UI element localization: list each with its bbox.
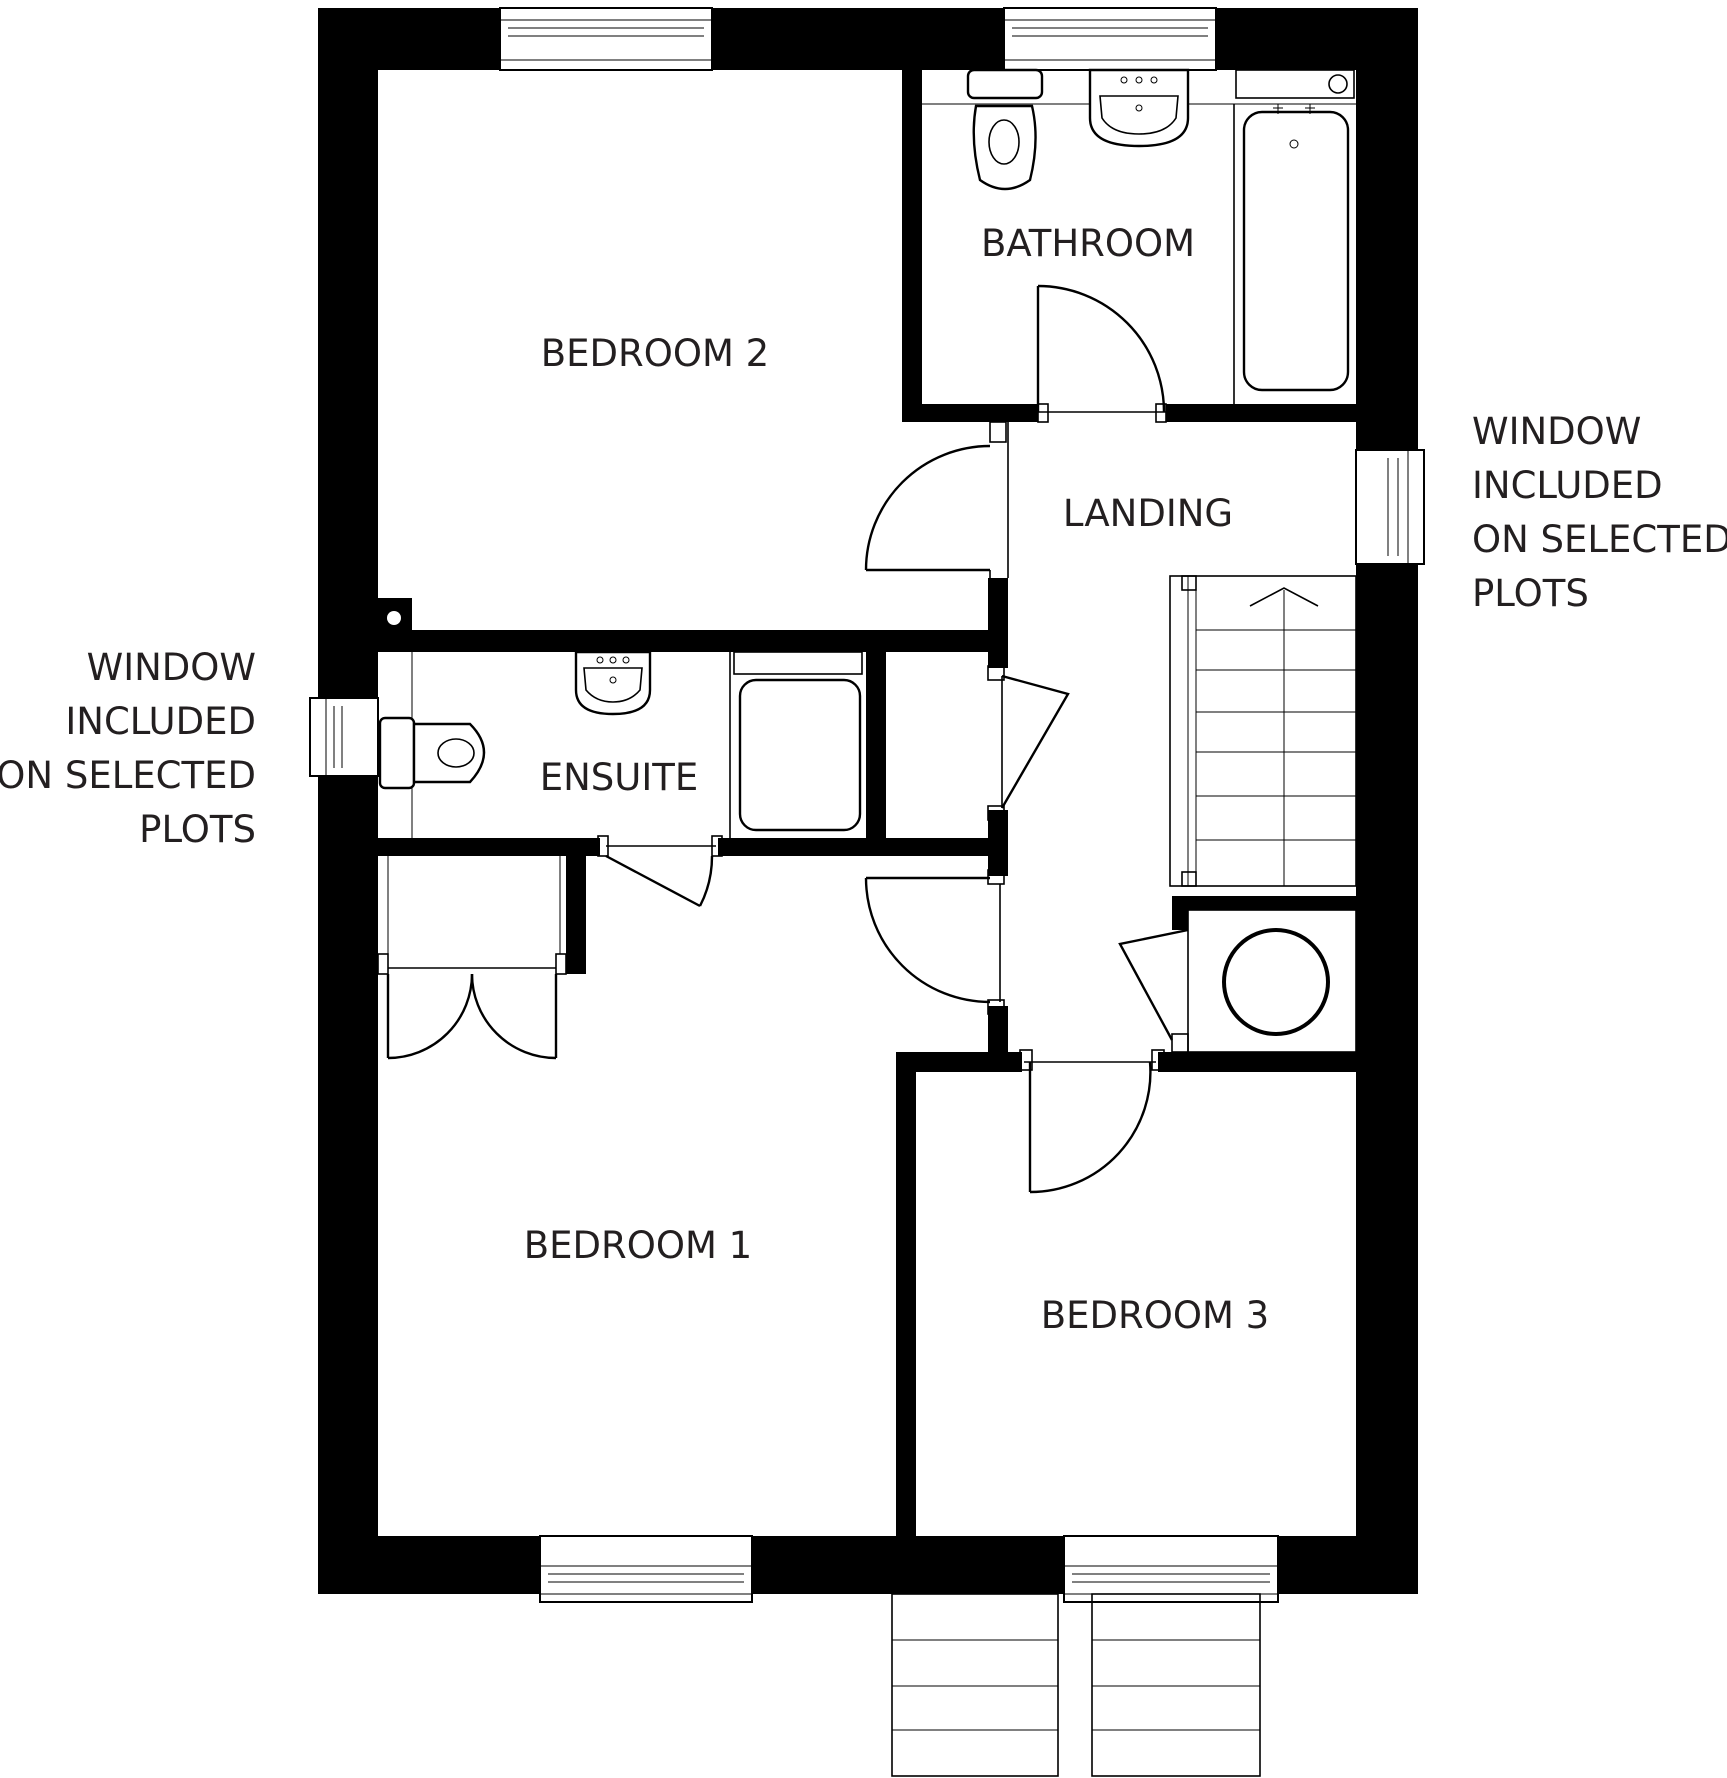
internal-walls (378, 70, 1356, 1536)
note-left-line-3: ON SELECTED (0, 754, 256, 797)
doors (377, 284, 1167, 1194)
note-left-line-1: WINDOW (87, 646, 256, 689)
external-steps (891, 1593, 1261, 1777)
label-bedroom-3: BEDROOM 3 (1041, 1294, 1269, 1337)
note-left-line-4: PLOTS (139, 808, 256, 851)
ensuite-fixtures (378, 650, 863, 838)
note-left-line-2: INCLUDED (65, 700, 256, 743)
note-right-window: WINDOW INCLUDED ON SELECTED PLOTS (1472, 410, 1727, 615)
cylinder-cupboard (1118, 909, 1357, 1053)
label-bedroom-1: BEDROOM 1 (524, 1224, 752, 1267)
bathroom-fixtures (922, 68, 1356, 404)
note-right-line-1: WINDOW (1472, 410, 1641, 453)
external-walls (318, 8, 1418, 1594)
label-bedroom-2: BEDROOM 2 (541, 332, 769, 375)
windows (309, 7, 1425, 1603)
note-left-window: WINDOW INCLUDED ON SELECTED PLOTS (0, 646, 256, 851)
note-right-line-2: INCLUDED (1472, 464, 1663, 507)
note-right-line-4: PLOTS (1472, 572, 1589, 615)
note-right-line-3: ON SELECTED (1472, 518, 1727, 561)
label-bathroom: BATHROOM (981, 222, 1195, 265)
staircase (1169, 575, 1357, 887)
label-landing: LANDING (1063, 492, 1233, 535)
label-ensuite: ENSUITE (540, 756, 699, 799)
room-labels: BEDROOM 2 BATHROOM LANDING ENSUITE BEDRO… (524, 222, 1269, 1337)
